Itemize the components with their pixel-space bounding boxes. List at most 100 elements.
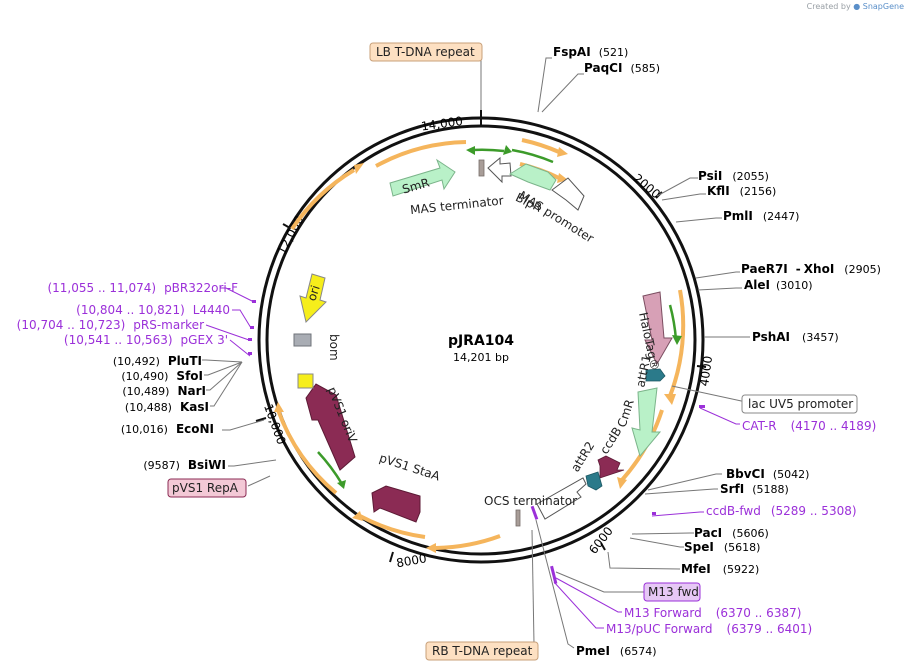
enzyme-econi[interactable]: (10,016)EcoNI bbox=[121, 422, 214, 436]
leader-m13-fwd bbox=[555, 571, 644, 593]
box-m13fwd[interactable]: M13 fwd bbox=[643, 582, 701, 602]
mas-promoter-feature[interactable] bbox=[551, 177, 585, 211]
halotag-feature[interactable] bbox=[642, 291, 673, 366]
enzyme-pmei[interactable]: PmeI(6574) bbox=[576, 644, 656, 658]
enzyme-nari[interactable]: (10,489)NarI bbox=[122, 384, 206, 398]
ccdb-feature[interactable] bbox=[597, 455, 625, 479]
cmr-feature[interactable] bbox=[631, 387, 662, 458]
leader-pgex bbox=[229, 339, 251, 357]
leader-rb bbox=[531, 529, 535, 645]
leader-kasi bbox=[210, 361, 243, 407]
primer-mark-prs bbox=[248, 338, 252, 341]
ccdb-label: ccdB bbox=[597, 425, 624, 457]
m13fwd-label: M13 fwd bbox=[648, 585, 699, 599]
ori-feature[interactable] bbox=[299, 273, 327, 323]
primer-cat-r[interactable]: CAT-R(4170 .. 4189) bbox=[742, 419, 876, 433]
blpr-feature[interactable] bbox=[508, 163, 557, 191]
enzymes-right: FspAI(521) PaqCI(585) PsiI(2055) KflI(21… bbox=[553, 45, 881, 658]
primer-pbr322ori-f[interactable]: (11,055 .. 11,074)pBR322ori-F bbox=[47, 281, 238, 295]
leader-m13-forward bbox=[555, 577, 622, 613]
enzyme-pshai[interactable]: PshAI(3457) bbox=[752, 330, 839, 344]
leader-psii bbox=[656, 177, 698, 197]
primer-pgex[interactable]: (10,541 .. 10,563)pGEX 3' bbox=[64, 333, 228, 347]
ori-label: ori bbox=[305, 284, 323, 303]
leader-pmli bbox=[675, 217, 722, 223]
box-repa[interactable]: pVS1 RepA bbox=[167, 478, 247, 498]
green-head-3 bbox=[672, 335, 682, 345]
leader-paer7i bbox=[695, 271, 740, 279]
enzyme-spei[interactable]: SpeI(5618) bbox=[684, 540, 760, 554]
attr2-label: attR2 bbox=[568, 439, 597, 474]
enzyme-bsiwi[interactable]: (9587)BsiWI bbox=[143, 458, 226, 472]
green-arrowheads bbox=[337, 145, 682, 489]
enzyme-kfli[interactable]: KflI(2156) bbox=[707, 184, 776, 198]
pvs1-staa-label: pVS1 StaA bbox=[378, 451, 443, 484]
green-arc-top-1 bbox=[471, 148, 505, 153]
leader-lines bbox=[202, 57, 750, 649]
orf-head-4 bbox=[664, 394, 676, 405]
green-head-4 bbox=[337, 480, 346, 489]
ocs-terminator-feature[interactable] bbox=[515, 509, 521, 527]
m13fwd-box bbox=[643, 582, 701, 602]
attr2-feature[interactable] bbox=[585, 471, 603, 491]
attr1-feature[interactable] bbox=[645, 368, 666, 382]
enzyme-fspai[interactable]: FspAI(521) bbox=[553, 45, 628, 59]
enzyme-paqci[interactable]: PaqCI(585) bbox=[584, 61, 660, 75]
enzyme-kasi[interactable]: (10,488)KasI bbox=[125, 400, 209, 414]
leader-nari bbox=[206, 361, 243, 391]
lac-label: lac UV5 promoter bbox=[748, 397, 853, 411]
leader-bbvci bbox=[647, 473, 722, 491]
lb-box bbox=[369, 42, 483, 62]
leader-spei bbox=[629, 537, 684, 548]
green-head-2 bbox=[503, 145, 512, 155]
primer-l4440[interactable]: (10,804 .. 10,821)L4440 bbox=[76, 303, 230, 317]
white-arrow-small[interactable] bbox=[487, 156, 512, 184]
enzyme-sfoi[interactable]: (10,490)SfoI bbox=[121, 369, 203, 383]
leader-pluti bbox=[202, 359, 243, 363]
enzyme-srfi[interactable]: SrfI(5188) bbox=[720, 482, 789, 496]
snapgene-logo-icon: ● bbox=[853, 2, 861, 11]
leader-cat-r bbox=[699, 407, 740, 425]
mas-terminator-label: MAS terminator bbox=[409, 193, 504, 217]
leader-pbr322 bbox=[220, 287, 255, 303]
smr-feature[interactable] bbox=[389, 158, 456, 197]
tick-10000 bbox=[255, 417, 267, 422]
box-lac[interactable]: lac UV5 promoter bbox=[741, 394, 858, 414]
enzyme-paer7i-xhoi[interactable]: PaeR7I-XhoI(2905) bbox=[741, 262, 881, 276]
primer-prs-marker[interactable]: (10,704 .. 10,723)pRS-marker bbox=[17, 318, 204, 332]
plasmid-size: 14,201 bp bbox=[453, 351, 509, 364]
enzyme-alei[interactable]: AleI(3010) bbox=[744, 278, 813, 292]
plasmid-name: pJRA104 bbox=[448, 333, 514, 349]
enzymes-left: (9587)BsiWI (10,016)EcoNI (10,488)KasI (… bbox=[113, 354, 226, 472]
lb-label: LB T-DNA repeat bbox=[376, 45, 475, 59]
primer-m13-forward[interactable]: M13 Forward(6370 .. 6387) bbox=[624, 606, 801, 620]
enzyme-bbvci[interactable]: BbvCI(5042) bbox=[726, 467, 809, 481]
pvs1-oriv-feature[interactable] bbox=[305, 383, 356, 471]
orf-arc-staa bbox=[359, 514, 426, 539]
enzyme-pluti[interactable]: (10,492)PluTI bbox=[113, 354, 202, 368]
ori-square-feature[interactable] bbox=[297, 373, 314, 389]
repa-label: pVS1 RepA bbox=[172, 481, 239, 495]
tick-6000 bbox=[600, 542, 606, 551]
tick-label-6000: 6000 bbox=[586, 524, 616, 557]
enzyme-psii[interactable]: PsiI(2055) bbox=[698, 169, 769, 183]
mas-terminator-feature[interactable] bbox=[478, 159, 485, 177]
orf-head-6 bbox=[426, 543, 436, 553]
enzyme-paci[interactable]: PacI(5606) bbox=[694, 526, 769, 540]
green-head-1 bbox=[466, 146, 475, 155]
primer-ccdb-fwd[interactable]: ccdB-fwd(5289 .. 5308) bbox=[706, 504, 857, 518]
ocs-terminator-arrow[interactable] bbox=[536, 477, 587, 520]
tick-4000 bbox=[696, 365, 707, 368]
primer-m13-puc-forward[interactable]: M13/pUC Forward(6379 .. 6401) bbox=[606, 622, 812, 636]
orf-head-1 bbox=[354, 163, 364, 174]
bom-feature[interactable] bbox=[293, 333, 312, 347]
orf-head-7 bbox=[352, 511, 363, 521]
enzyme-pmli[interactable]: PmlI(2447) bbox=[723, 209, 799, 223]
box-lb[interactable]: LB T-DNA repeat bbox=[369, 42, 483, 62]
orf-arc-blpr-a bbox=[521, 138, 560, 154]
ocs-terminator-label: OCS terminator bbox=[484, 494, 577, 508]
box-rb[interactable]: RB T-DNA repeat bbox=[425, 641, 539, 661]
pvs1-staa-feature[interactable] bbox=[371, 485, 421, 523]
lac-box bbox=[741, 394, 858, 414]
enzyme-mfei[interactable]: MfeI(5922) bbox=[681, 562, 759, 576]
